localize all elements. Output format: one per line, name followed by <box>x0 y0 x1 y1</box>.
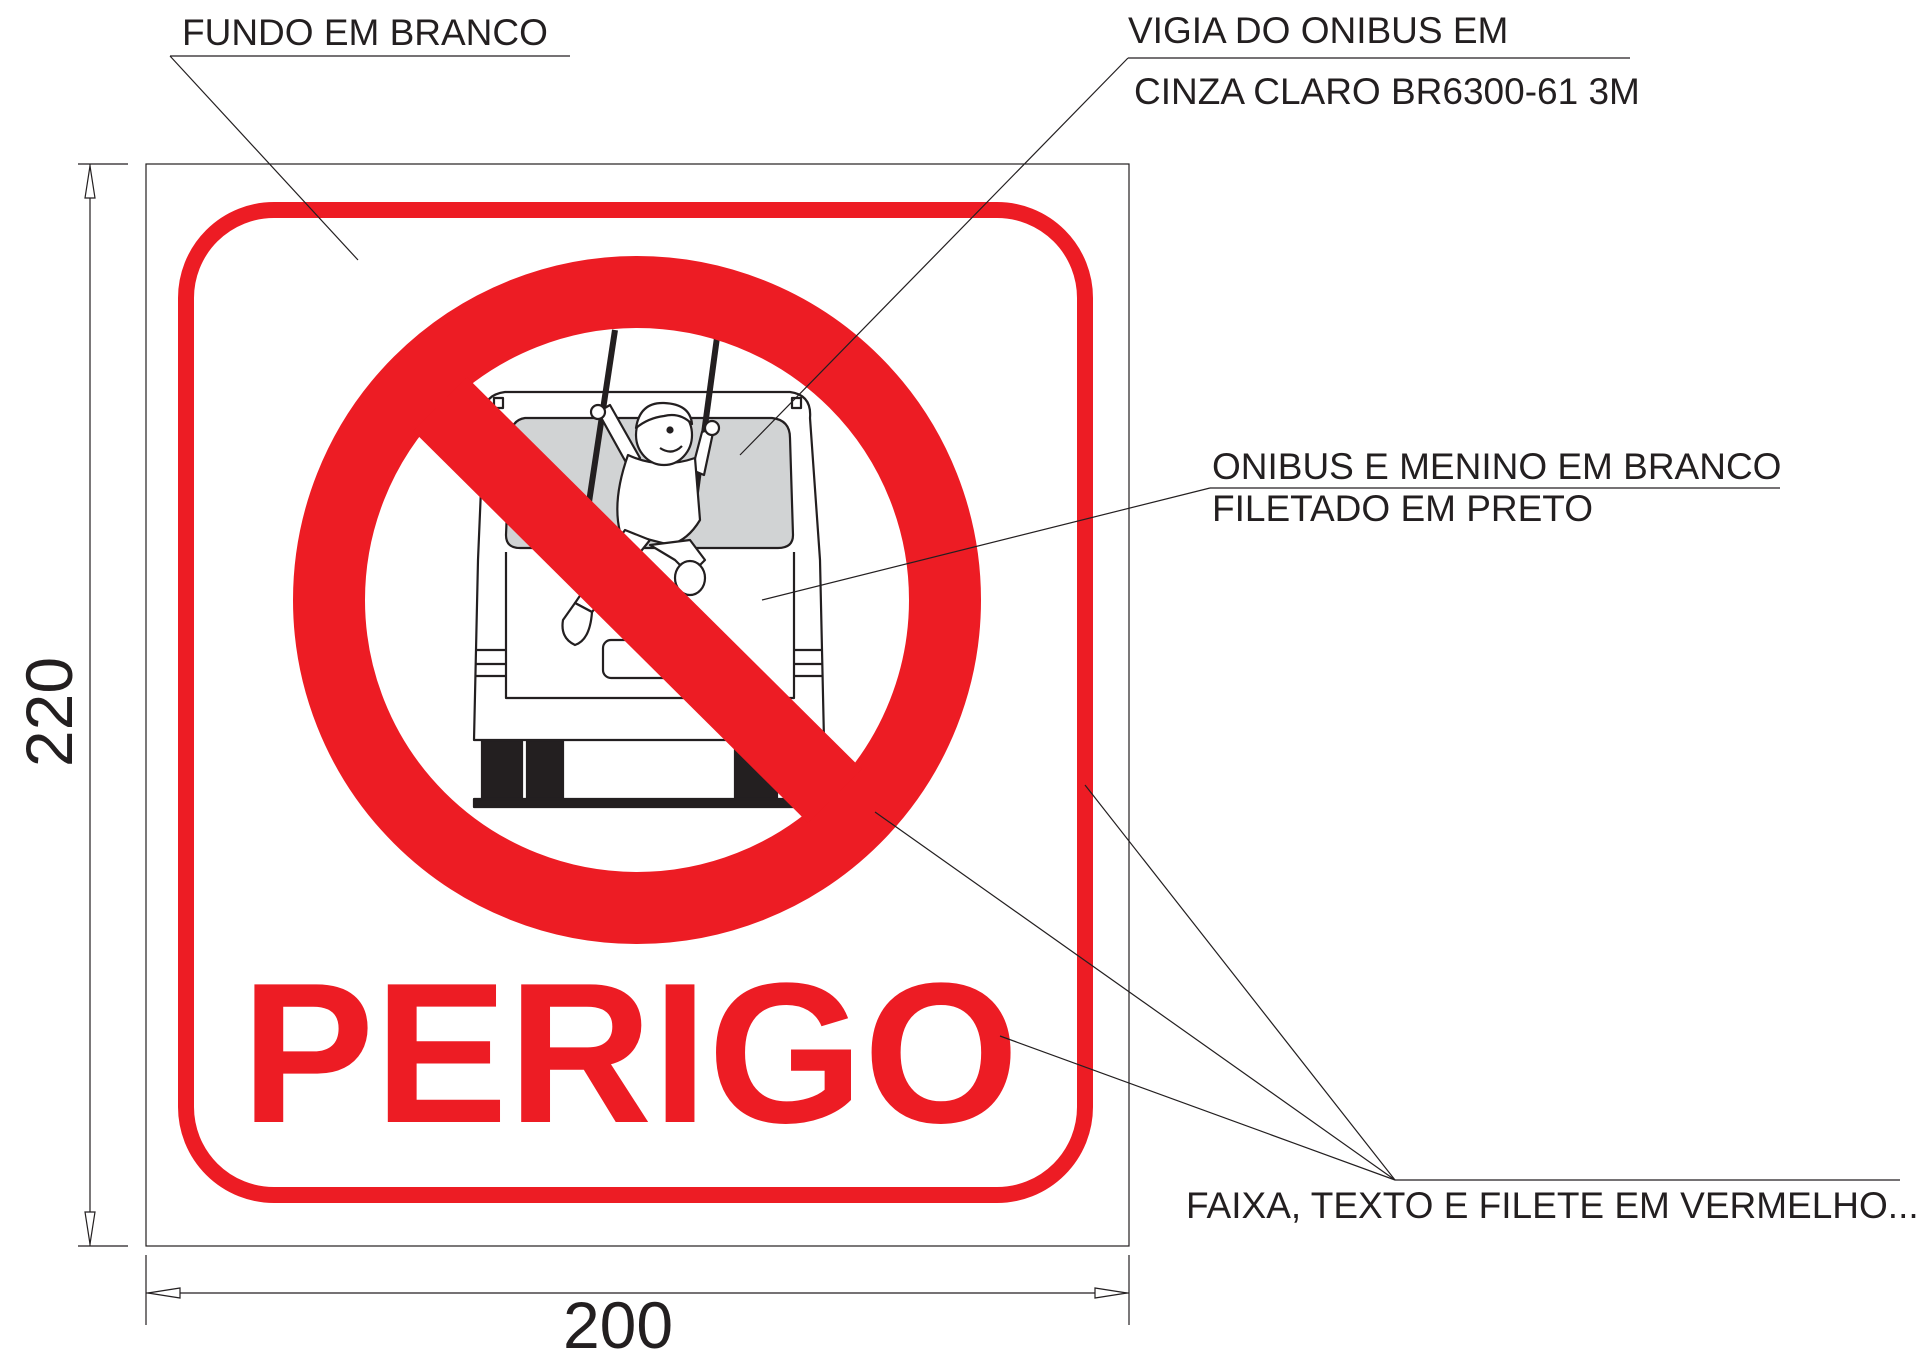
bus-mirror-right <box>790 396 803 410</box>
bus-mirror-left <box>492 396 505 410</box>
warning-word: PERIGO <box>241 942 1019 1165</box>
red-border <box>178 202 1093 1203</box>
note-window-line2: CINZA CLARO BR6300-61 3M <box>1134 71 1640 112</box>
sheet-outline <box>145 163 1130 1247</box>
width-label: 200 <box>563 1288 673 1354</box>
boy-eye <box>666 426 674 434</box>
boy-hand-right <box>703 419 721 437</box>
prohibition-ring <box>293 256 981 944</box>
boy-shoe-left <box>561 601 594 647</box>
note-bus-line1: ONIBUS E MENINO EM BRANCO <box>1212 446 1781 487</box>
swing-rope-left <box>583 329 618 523</box>
leader-lines <box>169 55 1900 1181</box>
bus-wheel-left-inner <box>525 731 565 803</box>
note-window-line1: VIGIA DO ONIBUS EM <box>1128 10 1508 51</box>
boy-smile <box>659 445 683 453</box>
bus-panel <box>504 552 796 700</box>
bus-wheel-left <box>480 731 524 803</box>
note-bus-line2: FILETADO EM PRETO <box>1212 488 1593 529</box>
boy-arm-left <box>596 403 642 468</box>
boy-hand-left <box>589 403 607 421</box>
bus-side-lines <box>476 648 822 678</box>
width-dimension <box>145 1255 1130 1325</box>
bus-ground-bar <box>472 797 842 809</box>
height-label: 220 <box>12 657 86 767</box>
note-background: FUNDO EM BRANCO <box>182 12 548 53</box>
boy-shoe-right <box>673 559 707 597</box>
prohibition-slash <box>413 377 862 823</box>
height-dimension <box>78 163 128 1247</box>
note-red: FAIXA, TEXTO E FILETE EM VERMELHO... <box>1186 1185 1919 1226</box>
boy-hair <box>634 401 694 430</box>
